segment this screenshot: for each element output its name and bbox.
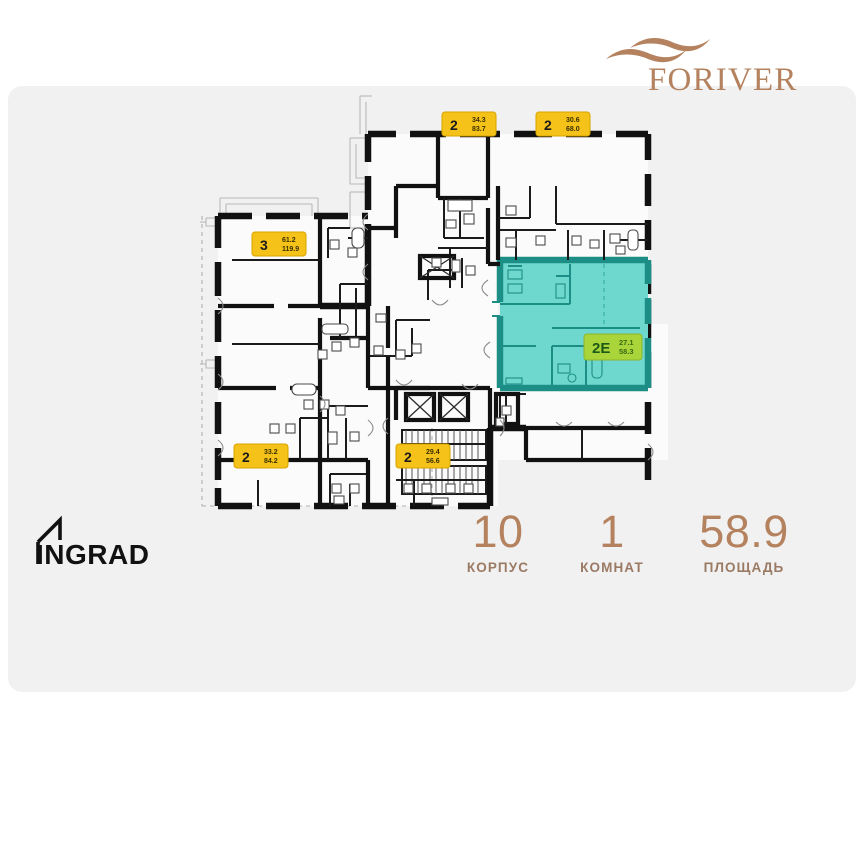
fixtures bbox=[269, 199, 639, 506]
building-core bbox=[393, 253, 521, 495]
floor-plan[interactable]: .w { stroke:#111; stroke-width:6.5; stro… bbox=[200, 88, 670, 510]
unit-badge-left[interactable]: 3 61.2 119.9 bbox=[251, 231, 307, 257]
foriver-logo: FORIVER bbox=[600, 22, 818, 100]
house-outline-icon bbox=[36, 515, 62, 564]
badge-rooms: 29.4 bbox=[426, 449, 440, 456]
badge-area: 56.6 bbox=[426, 458, 440, 465]
selected-badge-label: 2E bbox=[592, 340, 610, 357]
unit-stats: 10 КОРПУС 1 КОМНАТ 58.9 ПЛОЩАДЬ bbox=[440, 508, 820, 590]
badge-area: 83.7 bbox=[472, 126, 486, 133]
ingrad-wordmark: INGRAD bbox=[36, 539, 149, 570]
brand-name: FORIVER bbox=[648, 62, 798, 98]
stat-korpus-value: 10 bbox=[472, 506, 524, 557]
ingrad-logo: INGRAD bbox=[34, 512, 194, 572]
badge-area: 119.9 bbox=[282, 246, 299, 253]
badge-area: 68.0 bbox=[566, 126, 580, 133]
badge-area: 84.2 bbox=[264, 458, 278, 465]
unit-badge-bottom-mid[interactable]: 2 29.4 56.6 bbox=[395, 443, 451, 469]
badge-label: 2 bbox=[242, 449, 250, 465]
stat-korpus-caption: КОРПУС bbox=[466, 560, 530, 575]
stat-area: 58.9 ПЛОЩАДЬ bbox=[668, 508, 820, 575]
selected-unit[interactable]: 2E 27.1 58.3 bbox=[492, 256, 652, 392]
badge-label: 3 bbox=[260, 237, 268, 253]
selected-badge-area: 58.3 bbox=[619, 347, 634, 356]
selected-badge-rooms: 27.1 bbox=[619, 338, 634, 347]
badge-rooms: 34.3 bbox=[472, 117, 486, 124]
stat-area-caption: ПЛОЩАДЬ bbox=[703, 560, 785, 575]
badge-label: 2 bbox=[450, 117, 458, 133]
stat-korpus: 10 КОРПУС bbox=[440, 508, 556, 575]
badge-label: 2 bbox=[404, 449, 412, 465]
stat-area-value: 58.9 bbox=[699, 506, 789, 557]
stat-rooms-caption: КОМНАТ bbox=[580, 560, 644, 575]
unit-badge-top-right[interactable]: 2 30.6 68.0 bbox=[535, 111, 591, 137]
badge-rooms: 33.2 bbox=[264, 449, 278, 456]
badge-rooms: 30.6 bbox=[566, 117, 580, 124]
door-swings bbox=[217, 213, 654, 461]
interior-walls bbox=[218, 134, 648, 506]
wave-ribbon-icon bbox=[606, 38, 710, 63]
stat-rooms-value: 1 bbox=[599, 506, 625, 557]
unit-badge-bottom-left[interactable]: 2 33.2 84.2 bbox=[233, 443, 289, 469]
stat-rooms: 1 КОМНАТ bbox=[556, 508, 668, 575]
badge-label: 2 bbox=[544, 117, 552, 133]
selected-unit-badge[interactable]: 2E 27.1 58.3 bbox=[583, 333, 643, 361]
badge-rooms: 61.2 bbox=[282, 237, 296, 244]
unit-badge-top-left[interactable]: 2 34.3 83.7 bbox=[441, 111, 497, 137]
unit-badges[interactable]: 2 34.3 83.7 2 30.6 68.0 3 61.2 119.9 2 3… bbox=[233, 111, 591, 469]
